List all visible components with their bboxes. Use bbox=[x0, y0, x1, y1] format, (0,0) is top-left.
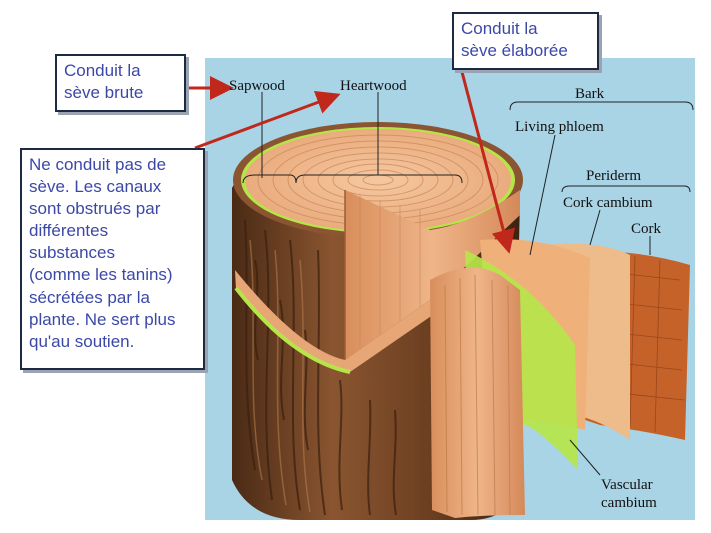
living-phloem-label: Living phloem bbox=[515, 119, 604, 135]
bark-bracket bbox=[509, 101, 694, 111]
heartwood-arrow bbox=[194, 91, 341, 150]
bark-texture bbox=[244, 219, 397, 516]
vascular-label-line2: cambium bbox=[601, 495, 657, 511]
cork-cambium-label: Cork cambium bbox=[563, 195, 653, 211]
vascular-label-line1: Vascular bbox=[601, 477, 653, 493]
living-phloem-pointer bbox=[529, 134, 556, 256]
cork-label: Cork bbox=[631, 221, 662, 237]
cutaway-notch bbox=[345, 190, 520, 360]
heartwood-note-callout: Ne conduit pas de sève. Les canaux sont … bbox=[20, 148, 205, 370]
bark-label: Bark bbox=[575, 86, 605, 102]
sapwood-slab bbox=[430, 267, 525, 518]
heartwood-bracket bbox=[295, 92, 463, 184]
elaborated-sap-arrow bbox=[460, 71, 516, 254]
vascular-cambium-pointer bbox=[569, 439, 601, 476]
periderm-bracket bbox=[561, 185, 691, 193]
heartwood-label: Heartwood bbox=[340, 78, 407, 94]
periderm-label: Periderm bbox=[586, 168, 641, 184]
cork-cambium-pointer bbox=[589, 209, 601, 246]
sapwood-label: Sapwood bbox=[229, 78, 285, 94]
top-cross-section bbox=[245, 129, 511, 231]
elaborated-sap-callout: Conduit la sève élaborée bbox=[452, 12, 599, 70]
raw-sap-callout: Conduit la sève brute bbox=[55, 54, 186, 112]
